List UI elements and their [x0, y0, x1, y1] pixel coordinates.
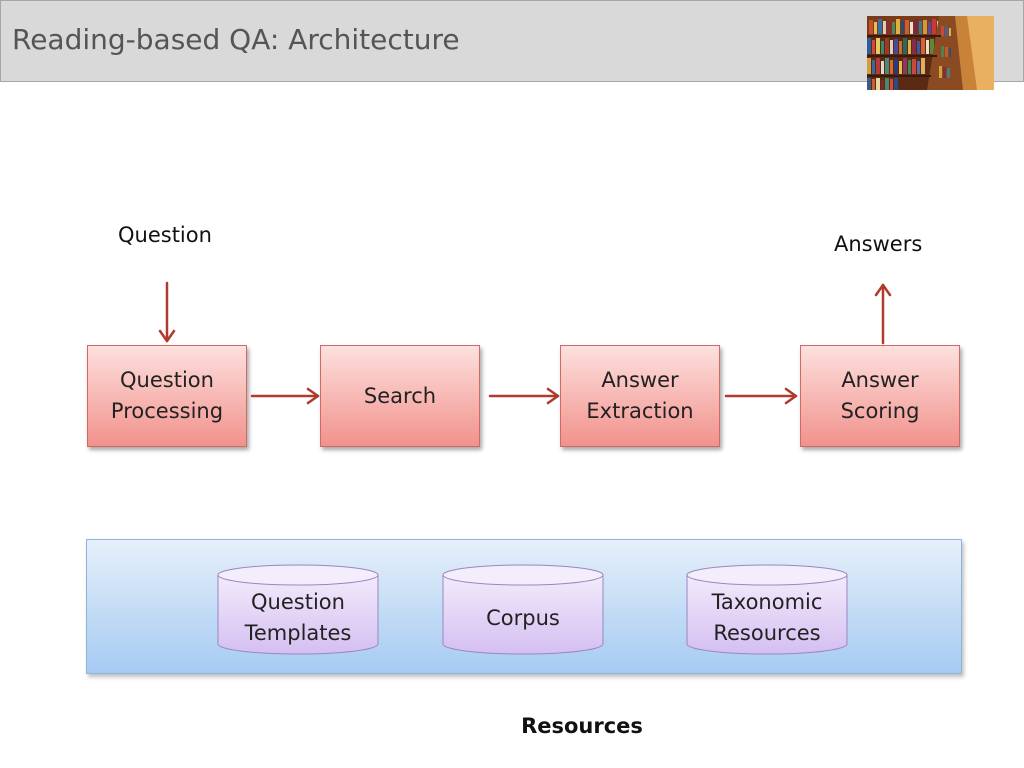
- question-templates-label: Question Templates: [244, 590, 352, 645]
- title-bar: Reading-based QA: Architecture: [0, 0, 1024, 82]
- question-processing-label: Question Processing: [110, 368, 224, 423]
- answer-scoring-label: Answer Scoring: [840, 368, 920, 423]
- slide-title: Reading-based QA: Architecture: [12, 23, 460, 56]
- bookshelf-image: [867, 16, 994, 90]
- input-question-label: Question: [118, 223, 212, 247]
- taxonomic-resources-label: Taxonomic Resources: [711, 590, 823, 645]
- search-box: Search: [320, 345, 480, 447]
- resources-caption: Resources: [521, 714, 643, 738]
- answer-scoring-box: Answer Scoring: [800, 345, 960, 447]
- answer-extraction-label: Answer Extraction: [586, 368, 694, 423]
- corpus-label: Corpus: [486, 605, 560, 630]
- search-label: Search: [363, 383, 437, 408]
- question-processing-box: Question Processing: [87, 345, 247, 447]
- answer-extraction-box: Answer Extraction: [560, 345, 720, 447]
- output-answers-label: Answers: [834, 232, 923, 256]
- corpus-cylinder: Corpus: [442, 564, 604, 656]
- taxonomic-resources-cylinder: Taxonomic Resources: [686, 564, 848, 656]
- question-templates-cylinder: Question Templates: [217, 564, 379, 656]
